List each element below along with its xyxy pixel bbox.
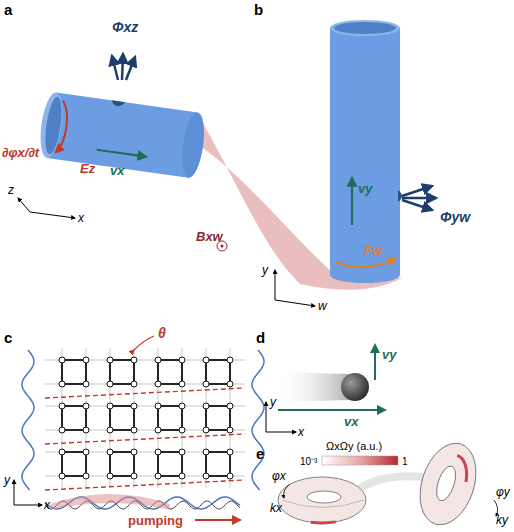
figure-label: e — [256, 446, 264, 463]
figure-label: Fw — [364, 244, 382, 258]
figure-label: y — [262, 264, 268, 277]
figure-label: φx — [272, 470, 286, 483]
figure-label: w — [318, 300, 327, 313]
figure-label: a — [4, 2, 12, 19]
figure-label: x — [298, 426, 304, 439]
figure-label: Φyw — [440, 210, 470, 225]
figure-label: Φxz — [112, 20, 138, 35]
figure-label: vy — [358, 182, 372, 196]
figure-label: 1 — [402, 456, 408, 467]
figure-label: 10⁻³ — [300, 456, 317, 467]
figure-label: φy — [496, 486, 510, 499]
figure-label: ky — [496, 514, 508, 527]
figure-label: Bxw — [196, 230, 223, 244]
figure-label: vx — [110, 164, 124, 178]
figure-label: θ — [158, 326, 166, 341]
figure-label: vx — [344, 415, 358, 429]
figure-label: pumping — [128, 514, 183, 528]
figure-label: b — [254, 2, 263, 19]
figure-label: c — [4, 330, 12, 347]
figure-label: z — [8, 184, 14, 197]
figure-label: kx — [270, 502, 282, 515]
figure-label: x — [78, 212, 84, 225]
figure-label: vy — [382, 348, 396, 362]
figure-label: y — [270, 396, 276, 409]
figure-label: d — [256, 330, 265, 347]
figure-label: Ez — [80, 162, 95, 176]
figure-label: ΩxΩy (a.u.) — [326, 440, 382, 452]
figure-label: x — [44, 499, 50, 512]
figure-label: ∂φx/∂t — [2, 146, 39, 160]
figure-label: y — [4, 474, 10, 487]
